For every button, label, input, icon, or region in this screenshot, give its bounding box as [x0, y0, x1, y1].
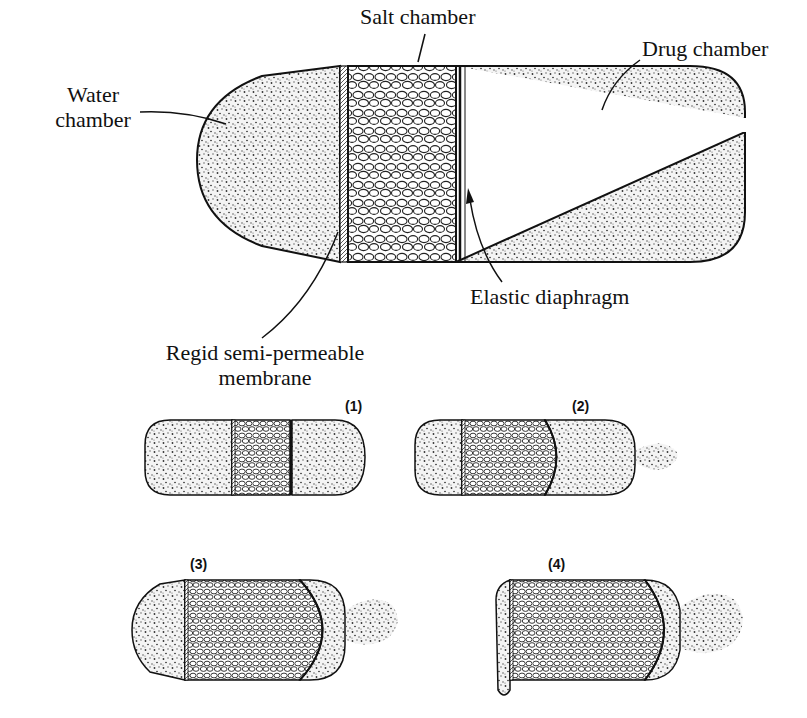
part-label: Regid semi-permeable membrane [130, 340, 400, 391]
part-label: Water chamber [48, 82, 138, 133]
part-label: Elastic diaphragm [470, 284, 629, 309]
part-label: Drug chamber [642, 36, 768, 61]
part-label: Salt chamber [360, 4, 475, 29]
stage-number: (4) [548, 556, 565, 572]
stage-number: (3) [190, 556, 207, 572]
stage-number: (1) [345, 398, 362, 414]
stage-number: (2) [572, 398, 589, 414]
